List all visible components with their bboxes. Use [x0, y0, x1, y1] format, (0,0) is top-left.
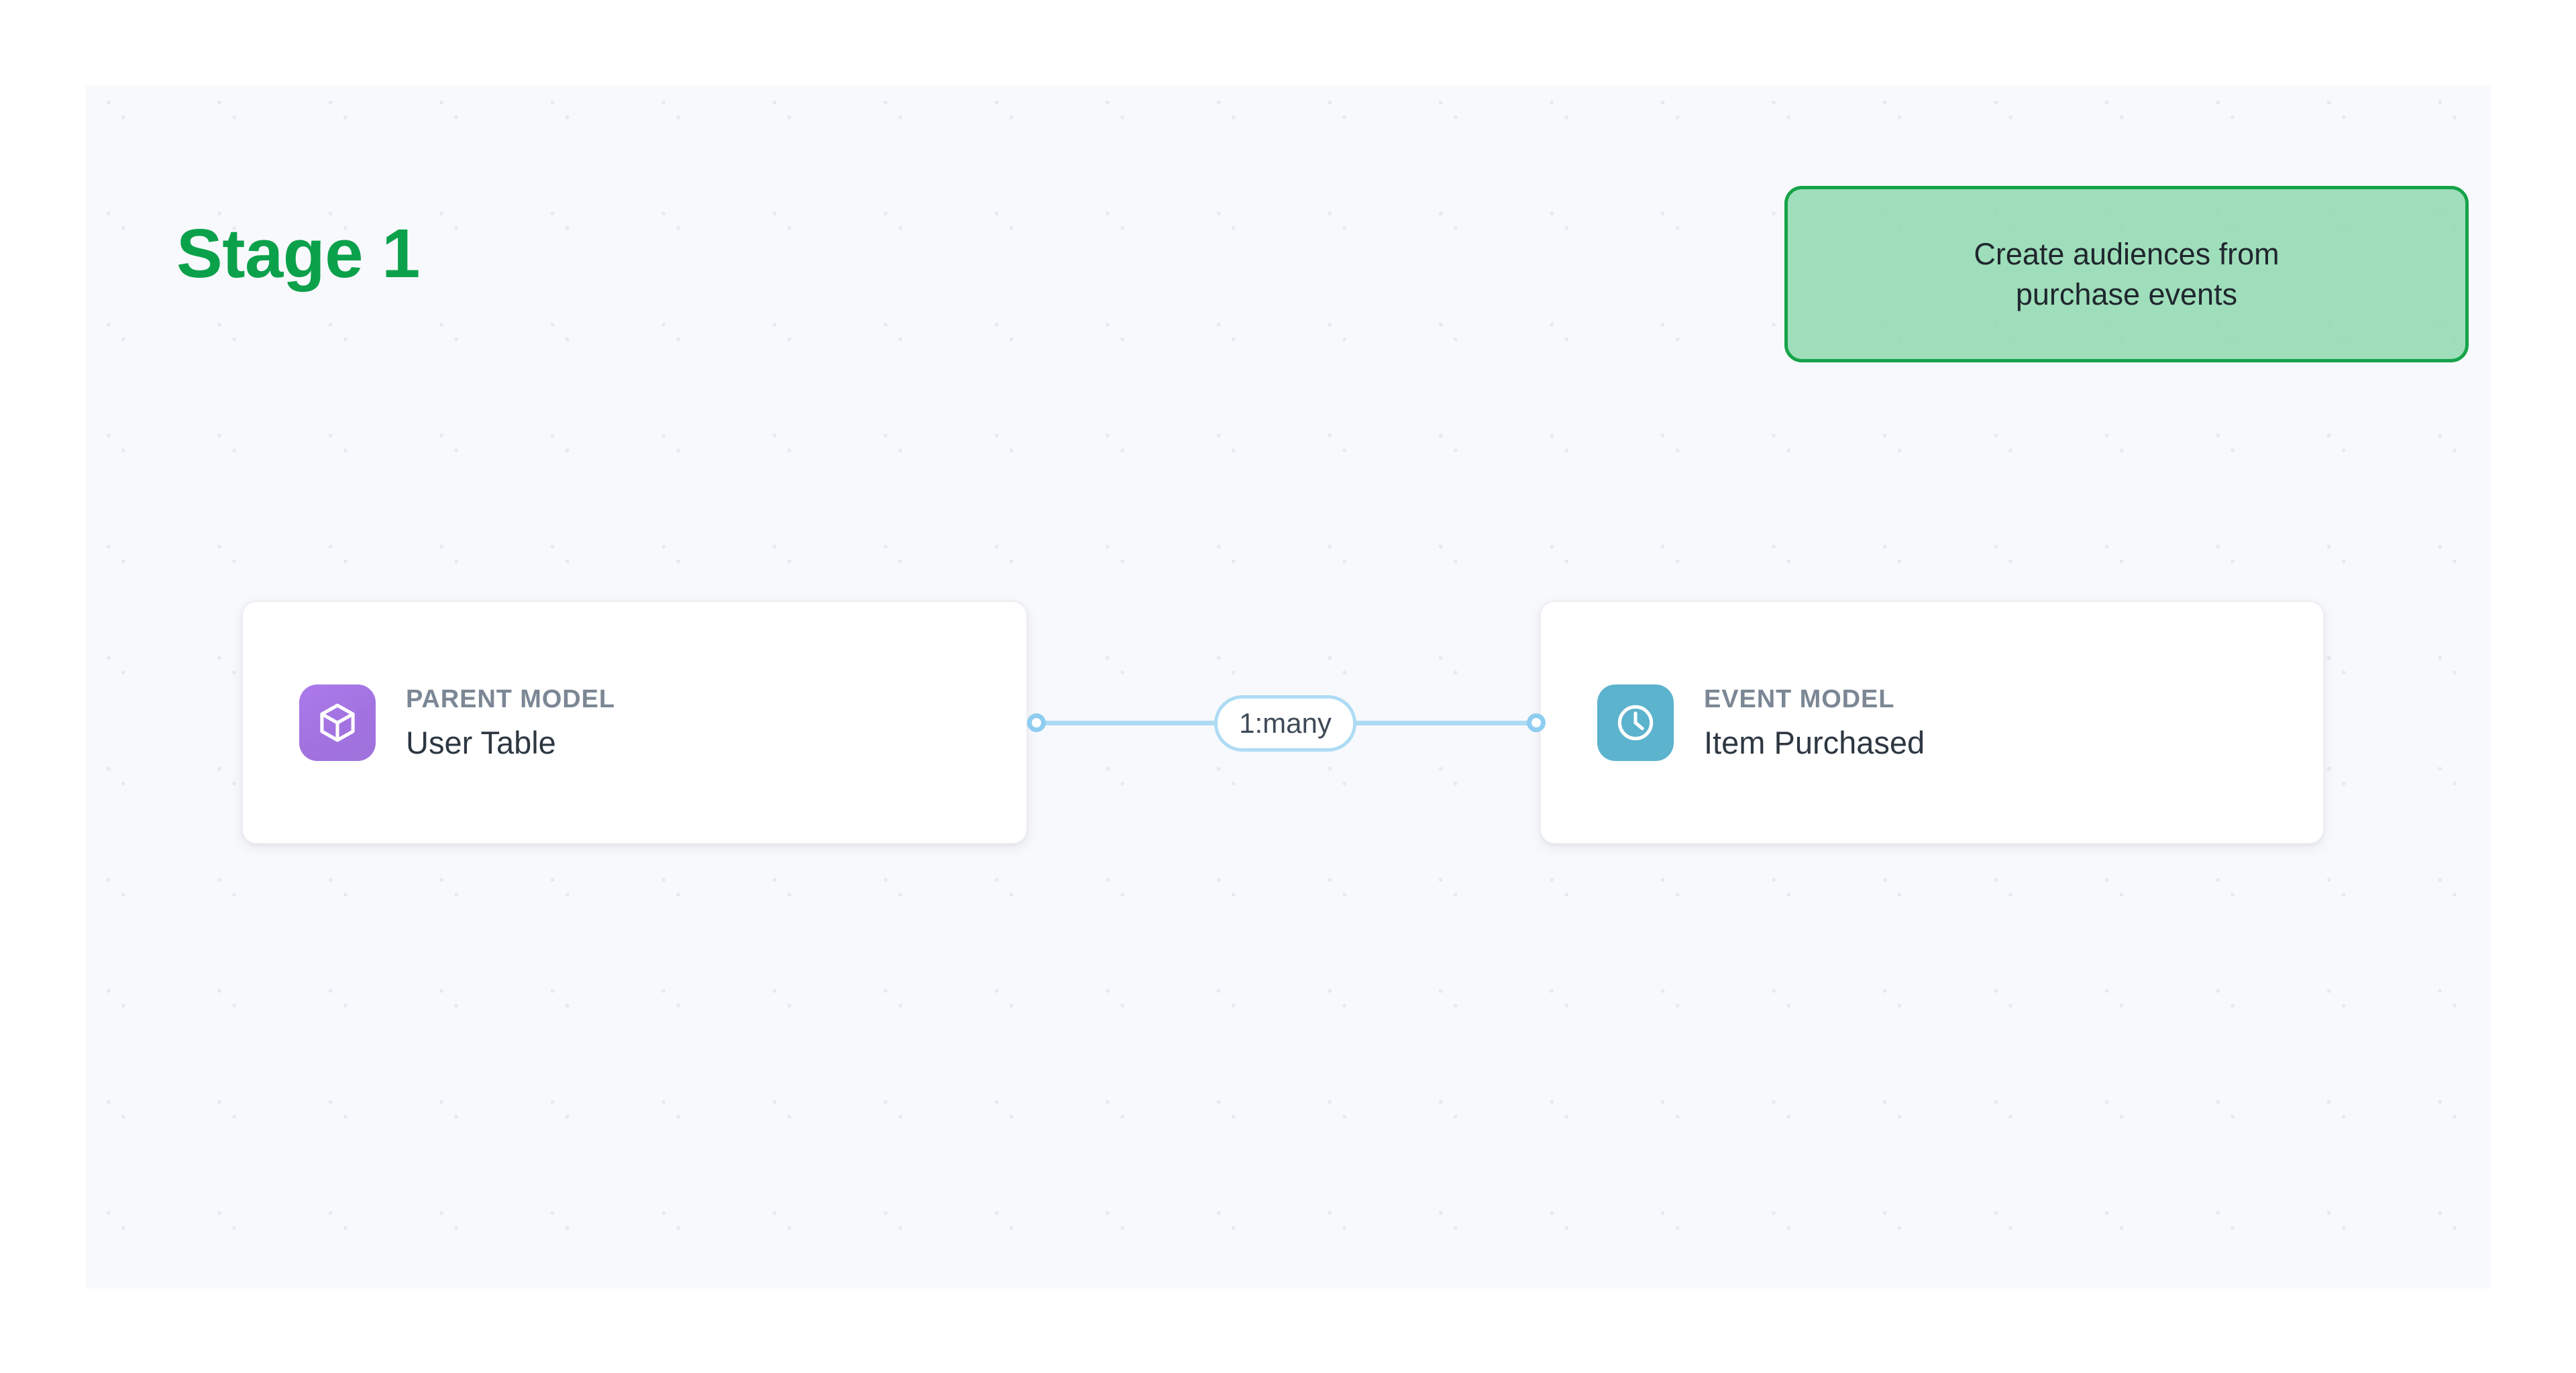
edge-cardinality-badge[interactable]: 1:many — [1214, 695, 1356, 752]
callout-text: Create audiences from purchase events — [1974, 237, 2279, 311]
edge-line-segment-right — [1356, 721, 1536, 725]
node-kicker-label: EVENT MODEL — [1704, 685, 1895, 713]
node-name-label: Item Purchased — [1704, 725, 1925, 760]
clock-icon — [1597, 684, 1674, 761]
node-name-label: User Table — [406, 725, 556, 760]
callout-annotation: Create audiences from purchase events — [1784, 186, 2469, 362]
node-card-text: EVENT MODEL Item Purchased — [1704, 686, 1925, 758]
node-card-event-model[interactable]: EVENT MODEL Item Purchased — [1540, 601, 2324, 844]
cube-icon — [299, 684, 376, 761]
node-card-text: PARENT MODEL User Table — [406, 686, 615, 758]
node-card-parent-model[interactable]: PARENT MODEL User Table — [241, 601, 1028, 844]
edge-cardinality-label: 1:many — [1239, 707, 1332, 739]
edge-port-source[interactable] — [1027, 713, 1046, 732]
node-kicker-label: PARENT MODEL — [406, 685, 615, 713]
page-title: Stage 1 — [176, 215, 420, 292]
edge-line-segment-left — [1041, 721, 1216, 725]
edge-port-target[interactable] — [1527, 713, 1546, 732]
